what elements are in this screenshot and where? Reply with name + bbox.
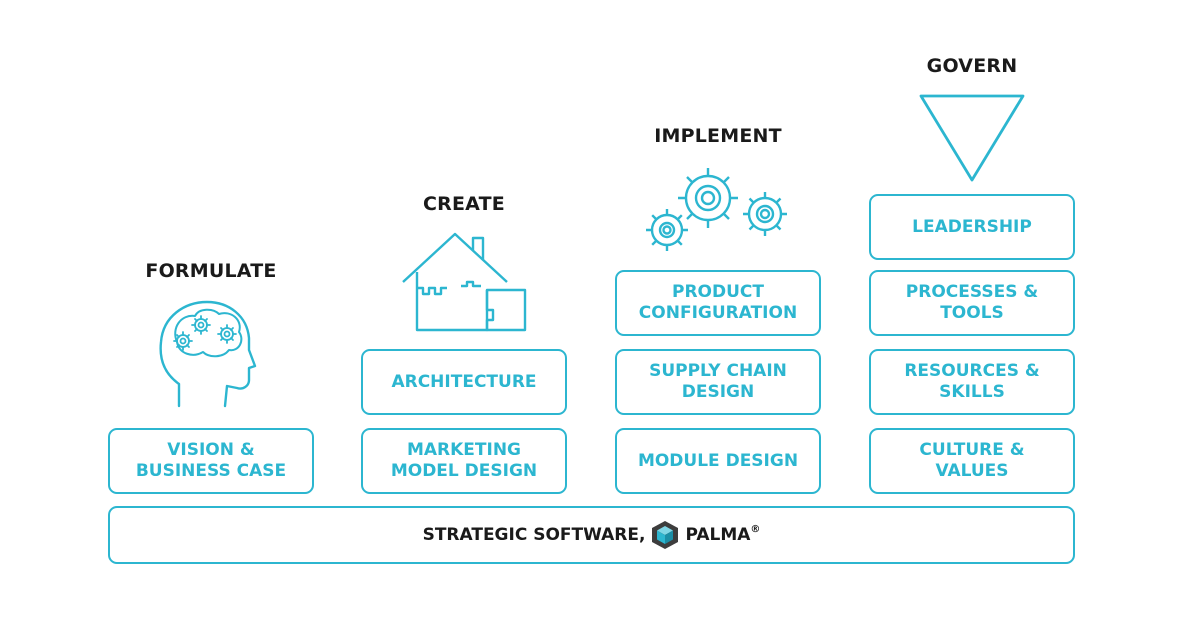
house-puzzle-icon — [402, 232, 527, 332]
base-text: STRATEGIC SOFTWARE, — [422, 525, 646, 545]
box-product-configuration: PRODUCT CONFIGURATION — [615, 270, 821, 336]
box-architecture: ARCHITECTURE — [361, 349, 567, 415]
box-processes-tools: PROCESSES & TOOLS — [869, 270, 1075, 336]
heading-govern: GOVERN — [926, 55, 1018, 77]
funnel-triangle-icon — [919, 94, 1025, 182]
base-strategic-software-bar: STRATEGIC SOFTWARE, PALMA® — [108, 506, 1075, 564]
brand-name: PALMA — [685, 525, 751, 545]
box-module-design: MODULE DESIGN — [615, 428, 821, 494]
palma-cube-icon — [652, 521, 679, 549]
heading-create: CREATE — [423, 193, 505, 215]
box-leadership: LEADERSHIP — [869, 194, 1075, 260]
box-supply-chain-design: SUPPLY CHAIN DESIGN — [615, 349, 821, 415]
box-marketing-model-design: MARKETING MODEL DESIGN — [361, 428, 567, 494]
brain-gears-icon — [159, 300, 257, 408]
gears-icon — [646, 168, 787, 251]
heading-formulate: FORMULATE — [145, 260, 277, 282]
registered-mark: ® — [750, 523, 761, 535]
box-resources-skills: RESOURCES & SKILLS — [869, 349, 1075, 415]
box-vision-business-case: VISION & BUSINESS CASE — [108, 428, 314, 494]
box-culture-values: CULTURE & VALUES — [869, 428, 1075, 494]
heading-implement: IMPLEMENT — [654, 125, 782, 147]
